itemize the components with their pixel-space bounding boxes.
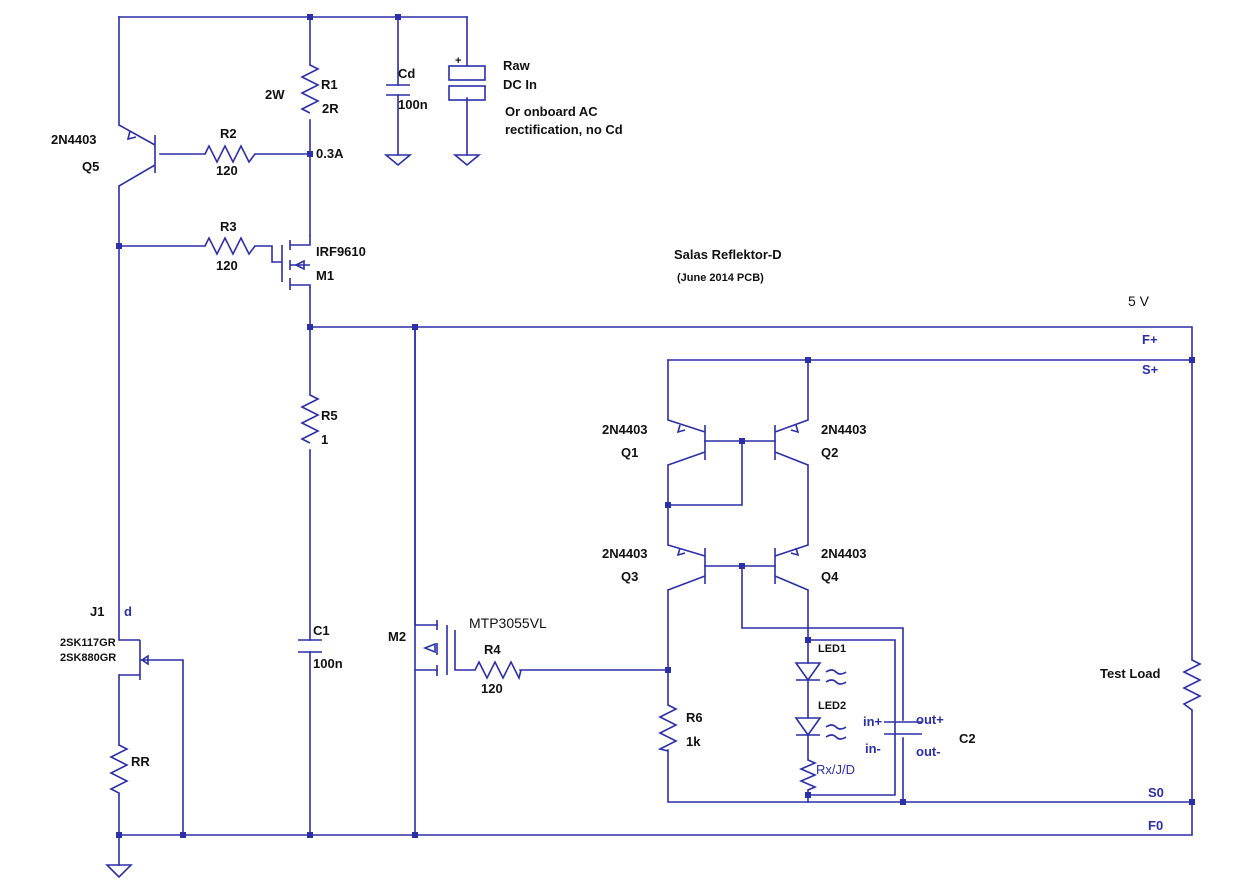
r1-power-label: 2W bbox=[265, 87, 285, 102]
ground-symbols bbox=[105, 154, 482, 879]
terminal-s-plus: S+ bbox=[1142, 362, 1159, 377]
led1-symbol bbox=[794, 662, 847, 685]
source-plus-label: + bbox=[455, 55, 461, 67]
m2-ref-label: M2 bbox=[388, 629, 406, 644]
q3-ref-label: Q3 bbox=[621, 569, 638, 584]
cd-value-label: 100n bbox=[398, 97, 428, 112]
q4-symbol bbox=[774, 544, 809, 591]
j1-part1-label: 2SK117GR bbox=[60, 637, 116, 649]
r3-ref-label: R3 bbox=[220, 219, 237, 234]
wires bbox=[118, 16, 1193, 866]
q5-part-label: 2N4403 bbox=[51, 132, 97, 147]
current-label: 0.3A bbox=[316, 146, 344, 161]
c2-in-minus-label: in- bbox=[865, 741, 881, 756]
r5-symbol bbox=[300, 394, 320, 444]
c2-ref-label: C2 bbox=[959, 731, 976, 746]
r2-ref-label: R2 bbox=[220, 126, 237, 141]
q4-ref-label: Q4 bbox=[821, 569, 839, 584]
junctions bbox=[116, 14, 1195, 838]
q3-part-label: 2N4403 bbox=[602, 546, 648, 561]
c1-value-label: 100n bbox=[313, 656, 343, 671]
q2-part-label: 2N4403 bbox=[821, 422, 867, 437]
r3-value-label: 120 bbox=[216, 258, 238, 273]
j1-pin-label: d bbox=[124, 604, 132, 619]
rx-symbol bbox=[798, 759, 818, 791]
r2-value-label: 120 bbox=[216, 163, 238, 178]
c1-ref-label: C1 bbox=[313, 623, 330, 638]
r6-symbol bbox=[657, 704, 678, 752]
r2-symbol bbox=[204, 144, 256, 164]
c2-symbol bbox=[884, 721, 922, 735]
source-note2-label: rectification, no Cd bbox=[505, 122, 623, 137]
j1-part2-label: 2SK880GR bbox=[60, 652, 116, 664]
q4-part-label: 2N4403 bbox=[821, 546, 867, 561]
rx-ref-label: Rx/J/D bbox=[816, 762, 855, 777]
r3-symbol bbox=[204, 236, 256, 256]
q2-symbol bbox=[774, 419, 809, 466]
r1-symbol bbox=[300, 64, 320, 114]
led2-symbol bbox=[794, 717, 847, 740]
terminal-s0: S0 bbox=[1148, 785, 1164, 800]
diagram-title: Salas Reflektor-D bbox=[674, 247, 782, 262]
dc-source-symbol bbox=[448, 65, 486, 101]
r6-value-label: 1k bbox=[686, 734, 701, 749]
r5-value-label: 1 bbox=[321, 432, 328, 447]
r4-ref-label: R4 bbox=[484, 642, 501, 657]
m1-part-label: IRF9610 bbox=[316, 244, 366, 259]
source-name-label: Raw bbox=[503, 58, 531, 73]
q2-ref-label: Q2 bbox=[821, 445, 838, 460]
terminal-f-plus: F+ bbox=[1142, 332, 1158, 347]
r1-value-label: 2R bbox=[322, 101, 339, 116]
led2-ref-label: LED2 bbox=[818, 700, 846, 712]
c1-symbol bbox=[298, 639, 322, 653]
r4-value-label: 120 bbox=[481, 681, 503, 696]
q1-symbol bbox=[667, 419, 706, 466]
diagram-subtitle: (June 2014 PCB) bbox=[677, 272, 764, 284]
test-load-symbol bbox=[1182, 659, 1202, 711]
c2-out-minus-label: out- bbox=[916, 744, 941, 759]
r6-ref-label: R6 bbox=[686, 710, 703, 725]
cd-ref-label: Cd bbox=[398, 66, 415, 81]
r5-ref-label: R5 bbox=[321, 408, 338, 423]
voltage-label: 5 V bbox=[1128, 293, 1150, 309]
led1-ref-label: LED1 bbox=[818, 643, 846, 655]
j1-symbol bbox=[119, 639, 149, 680]
m1-symbol bbox=[272, 235, 311, 290]
cd-symbol bbox=[386, 84, 410, 96]
source-note1-label: Or onboard AC bbox=[505, 104, 598, 119]
m1-ref-label: M1 bbox=[316, 268, 334, 283]
j1-ref-label: J1 bbox=[90, 604, 104, 619]
r4-symbol bbox=[474, 660, 522, 681]
q3-symbol bbox=[667, 544, 706, 591]
q1-part-label: 2N4403 bbox=[602, 422, 648, 437]
q5-ref-label: Q5 bbox=[82, 159, 99, 174]
q5-symbol bbox=[118, 124, 156, 187]
test-load-label: Test Load bbox=[1100, 666, 1160, 681]
m2-part-label: MTP3055VL bbox=[469, 615, 547, 631]
rr-ref-label: RR bbox=[131, 754, 150, 769]
m2-symbol bbox=[422, 620, 456, 676]
source-name2-label: DC In bbox=[503, 77, 537, 92]
rr-symbol bbox=[109, 744, 129, 795]
c2-in-plus-label: in+ bbox=[863, 714, 883, 729]
r1-ref-label: R1 bbox=[321, 77, 338, 92]
q1-ref-label: Q1 bbox=[621, 445, 638, 460]
c2-out-plus-label: out+ bbox=[916, 712, 944, 727]
terminal-f0: F0 bbox=[1148, 818, 1163, 833]
